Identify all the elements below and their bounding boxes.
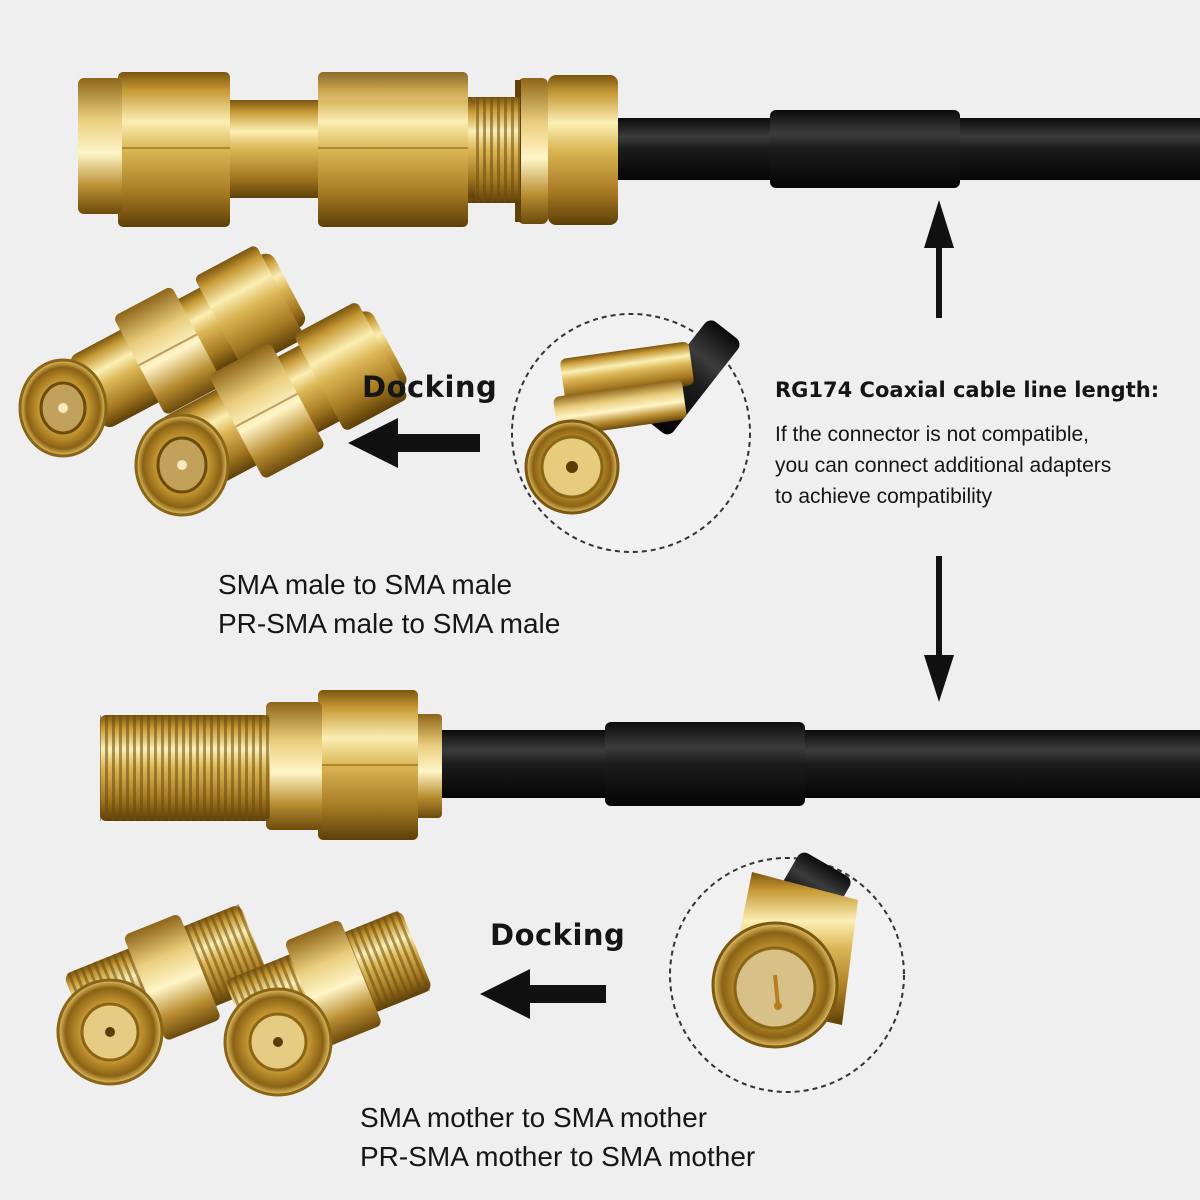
bottom-adapter-caption: SMA mother to SMA mother PR-SMA mother t…: [360, 1098, 755, 1176]
info-body-line-3: to achieve compatibility: [775, 485, 993, 508]
top-adapter-caption: SMA male to SMA male PR-SMA male to SMA …: [218, 565, 560, 643]
docking-label-bottom: Docking: [490, 918, 626, 952]
top-caption-line-1: SMA male to SMA male: [218, 569, 513, 600]
sma-male-adapter-1: [70, 246, 306, 428]
arrow-left-icon-bottom: [480, 969, 606, 1019]
arrow-down-icon: [924, 556, 954, 702]
bottom-cable-assembly: [100, 690, 1200, 840]
info-body-line-2: you can connect additional adapters: [775, 454, 1112, 477]
top-zoom-circle: [511, 313, 751, 553]
bottom-caption-line-2: PR-SMA mother to SMA mother: [360, 1141, 756, 1172]
arrow-left-icon: [348, 418, 480, 468]
bottom-caption-line-1: SMA mother to SMA mother: [360, 1102, 708, 1133]
docking-label-top: Docking: [362, 370, 498, 404]
info-block: RG174 Coaxial cable line length: If the …: [775, 378, 1159, 512]
arrow-up-icon: [924, 200, 954, 318]
top-cable-assembly: [78, 72, 1200, 227]
top-caption-line-2: PR-SMA male to SMA male: [218, 608, 561, 639]
info-body-line-1: If the connector is not compatible,: [775, 423, 1090, 446]
bottom-zoom-circle: [669, 852, 905, 1093]
info-heading: RG174 Coaxial cable line length:: [775, 378, 1160, 402]
